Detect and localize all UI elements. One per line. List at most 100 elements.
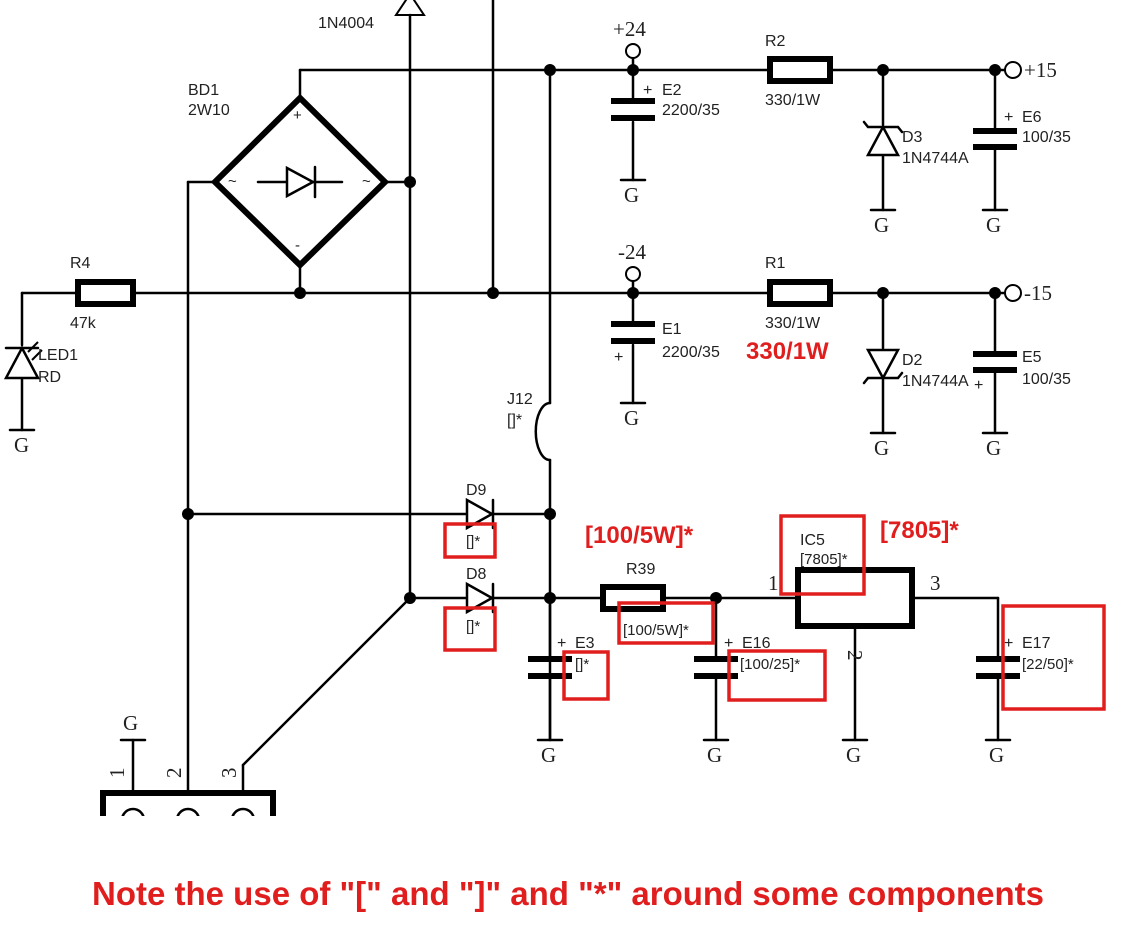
e1-ref: E1	[662, 321, 682, 338]
r39-ref: R39	[626, 561, 655, 578]
d3-ref: D3	[902, 129, 923, 146]
rail-neg15-label: -15	[1024, 281, 1052, 305]
annotation-r39-value: [100/5W]*	[585, 522, 694, 549]
r1-value: 330/1W	[765, 315, 821, 332]
svg-text:+: +	[1004, 109, 1013, 126]
ground-led1: G	[8, 428, 36, 457]
annotation-r1-value: 330/1W	[746, 338, 829, 365]
ic5-pin1: 1	[768, 571, 779, 595]
j12-ref: J12	[507, 391, 533, 408]
svg-text:+: +	[643, 82, 652, 99]
svg-text:-: -	[295, 237, 300, 254]
ground-symbols: G G G G G G G G	[8, 178, 1012, 767]
capacitor-e16: + E16 [100/25]*	[694, 635, 800, 679]
d2-value: 1N4744A	[902, 373, 969, 390]
highlight-boxes	[443, 514, 1106, 711]
svg-text:G: G	[14, 433, 29, 457]
d3-value: 1N4744A	[902, 150, 969, 167]
r39-value: [100/5W]*	[623, 622, 689, 639]
ground-e17: G	[984, 738, 1012, 767]
svg-text:+: +	[974, 377, 983, 394]
d9-value: []*	[466, 533, 480, 550]
regulator-ic5: IC5 [7805]* 1 3 2	[768, 532, 941, 661]
svg-text:G: G	[986, 436, 1001, 460]
svg-text:G: G	[846, 743, 861, 767]
capacitor-e6: + E6 100/35	[973, 109, 1071, 150]
e6-value: 100/35	[1022, 129, 1071, 146]
highlight-e16	[727, 649, 827, 702]
ground-ic5: G	[841, 738, 869, 767]
highlight-e17	[1001, 604, 1106, 711]
d8-ref: D8	[466, 566, 487, 583]
annotation-ic5-value: [7805]*	[880, 517, 959, 544]
svg-text:+: +	[557, 635, 566, 652]
svg-text:G: G	[123, 711, 138, 735]
connector-pin-1: 1	[105, 768, 129, 779]
svg-text:G: G	[989, 743, 1004, 767]
e3-value: []*	[575, 656, 589, 673]
j12-value: []*	[507, 412, 522, 429]
e17-ref: E17	[1022, 635, 1051, 652]
svg-text:G: G	[707, 743, 722, 767]
e5-ref: E5	[1022, 349, 1042, 366]
capacitor-e17: + E17 [22/50]*	[976, 635, 1074, 679]
resistor-r39: R39 [100/5W]*	[600, 561, 689, 639]
r1-ref: R1	[765, 255, 786, 272]
svg-text:+: +	[293, 107, 302, 124]
highlight-ic5	[779, 514, 866, 596]
highlight-d9	[443, 522, 497, 559]
ground-e1: G	[619, 401, 647, 430]
diode-d10: 1N4004	[318, 0, 426, 32]
junction-dots	[182, 64, 1001, 604]
r2-ref: R2	[765, 33, 786, 50]
ic5-value: [7805]*	[800, 551, 848, 568]
highlight-e3	[562, 650, 610, 701]
e16-ref: E16	[742, 635, 771, 652]
e2-ref: E2	[662, 82, 682, 99]
e5-value: 100/35	[1022, 371, 1071, 388]
d8-value: []*	[466, 618, 480, 635]
e1-value: 2200/35	[662, 344, 720, 361]
resistor-r1: R1 330/1W	[765, 255, 833, 332]
svg-text:+: +	[614, 349, 623, 366]
rail-pos15-label: +15	[1024, 58, 1057, 82]
red-annotations: 330/1W [100/5W]* [7805]*	[585, 338, 959, 549]
ground-connector: G	[119, 711, 147, 742]
capacitor-e3: + E3 []*	[528, 635, 595, 679]
svg-text:+: +	[1004, 635, 1013, 652]
ground-d2: G	[869, 431, 897, 460]
ground-d3: G	[869, 208, 897, 237]
capacitor-e2: + E2 2200/35	[611, 82, 720, 121]
r4-ref: R4	[70, 255, 91, 272]
ground-e2: G	[619, 178, 647, 207]
ic5-ref: IC5	[800, 532, 825, 549]
e17-value: [22/50]*	[1022, 656, 1074, 673]
capacitor-e5: + E5 100/35	[973, 349, 1071, 394]
resistor-r4: R4 47k	[70, 255, 136, 332]
r2-value: 330/1W	[765, 92, 821, 109]
svg-text:G: G	[541, 743, 556, 767]
d10-value: 1N4004	[318, 15, 374, 32]
diode-d9: D9 []*	[465, 482, 495, 550]
led1-ref: LED1	[38, 347, 78, 364]
svg-text:G: G	[624, 406, 639, 430]
rail-terminals: +24 -24 +15 -15	[613, 17, 1057, 305]
diode-d8: D8 []*	[465, 566, 495, 635]
led-led1: LED1 RD	[3, 341, 78, 386]
led1-value: RD	[38, 369, 61, 386]
ic5-pin2: 2	[843, 650, 867, 661]
ground-e16: G	[702, 738, 730, 767]
jumper-j12: J12 []*	[507, 391, 552, 462]
bd1-ref: BD1	[188, 82, 219, 99]
connector-pin-2: 2	[162, 768, 186, 779]
d2-ref: D2	[902, 352, 923, 369]
e16-value: [100/25]*	[740, 656, 800, 673]
ic5-pin3: 3	[930, 571, 941, 595]
svg-text:~: ~	[228, 173, 237, 190]
e6-ref: E6	[1022, 109, 1042, 126]
ground-e6: G	[981, 208, 1009, 237]
svg-text:G: G	[874, 213, 889, 237]
rail-pos24-label: +24	[613, 17, 646, 41]
svg-text:G: G	[624, 183, 639, 207]
